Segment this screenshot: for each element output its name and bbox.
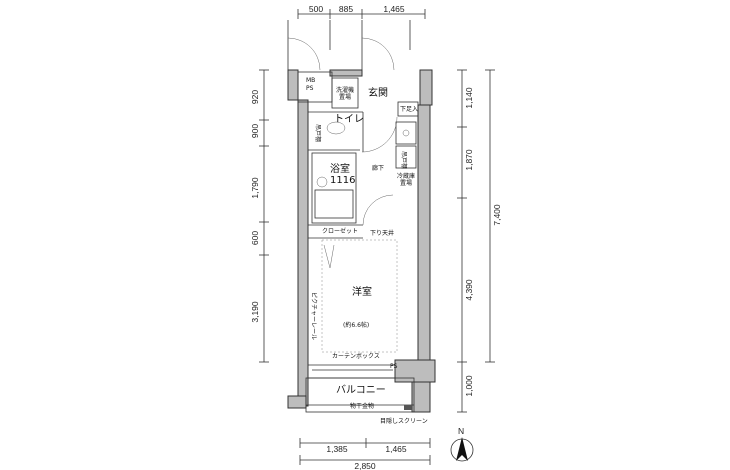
curtain-box-label: カーテンボックス xyxy=(332,352,380,360)
dim-label: 600 xyxy=(250,231,260,245)
dim-label: 900 xyxy=(250,124,260,138)
cabinet-label: 吊戸棚 xyxy=(314,124,322,142)
ps-label: PS xyxy=(306,85,314,92)
compass-label: N xyxy=(458,426,464,436)
bottom-dimensions: 1,385 1,465 2,850 xyxy=(299,438,431,470)
western-room-label: 洋室 xyxy=(352,285,372,298)
dim-label: 3,190 xyxy=(250,301,260,323)
balcony-label: バルコニー xyxy=(336,384,386,396)
lowered-ceiling-label: 下り天井 xyxy=(370,229,394,237)
privacy-screen-label: 目隠しスクリーン xyxy=(380,417,428,425)
dim-label: 500 xyxy=(309,4,323,14)
room-size-label: (約6.6帖) xyxy=(343,321,369,329)
dim-label: 1,465 xyxy=(385,444,407,454)
bath-label: 浴室 xyxy=(330,162,350,175)
washer-label: 洗濯機 xyxy=(336,86,354,94)
washer-label: 置場 xyxy=(339,93,351,101)
room-labels: MB PS 洗濯機 置場 玄関 下足入 トイレ 吊戸棚 浴室 1116 廊下 吊… xyxy=(306,77,428,425)
dim-label: 4,390 xyxy=(464,279,474,301)
dim-label: 7,400 xyxy=(492,204,502,226)
fridge-label: 冷蔵庫 xyxy=(397,172,415,180)
picture-rail-label: ピクチャーレール xyxy=(310,292,317,340)
left-dimensions: 920 900 1,790 600 3,190 xyxy=(250,69,269,363)
top-dimensions: 500 885 1,465 xyxy=(297,4,426,19)
dim-label: 920 xyxy=(250,90,260,104)
dim-label: 1,000 xyxy=(464,375,474,397)
mb-label: MB xyxy=(306,77,315,84)
closet-label: クローゼット xyxy=(322,227,358,235)
bath-size-label: 1116 xyxy=(330,175,355,186)
cabinet-label: 吊戸棚 xyxy=(400,151,408,169)
ps-label: PS xyxy=(390,363,398,370)
entrance-label: 玄関 xyxy=(368,86,388,99)
shoe-box-label: 下足入 xyxy=(400,106,418,113)
dim-label: 885 xyxy=(339,4,353,14)
dim-label: 1,385 xyxy=(326,444,348,454)
dim-label: 1,465 xyxy=(383,4,405,14)
door-swings xyxy=(287,20,411,71)
partitions xyxy=(297,71,419,413)
fridge-label: 置場 xyxy=(400,179,412,187)
drying-hardware-label: 物干金物 xyxy=(350,402,374,410)
north-compass-icon: N xyxy=(450,426,474,462)
dim-label: 2,850 xyxy=(354,461,376,470)
right-dimensions: 1,140 1,870 4,390 1,000 7,400 xyxy=(457,69,502,413)
hallway-label: 廊下 xyxy=(372,164,384,172)
dim-label: 1,870 xyxy=(464,149,474,171)
dim-label: 1,790 xyxy=(250,177,260,199)
toilet-label: トイレ xyxy=(334,114,364,125)
walls xyxy=(287,69,436,413)
dim-label: 1,140 xyxy=(464,87,474,109)
